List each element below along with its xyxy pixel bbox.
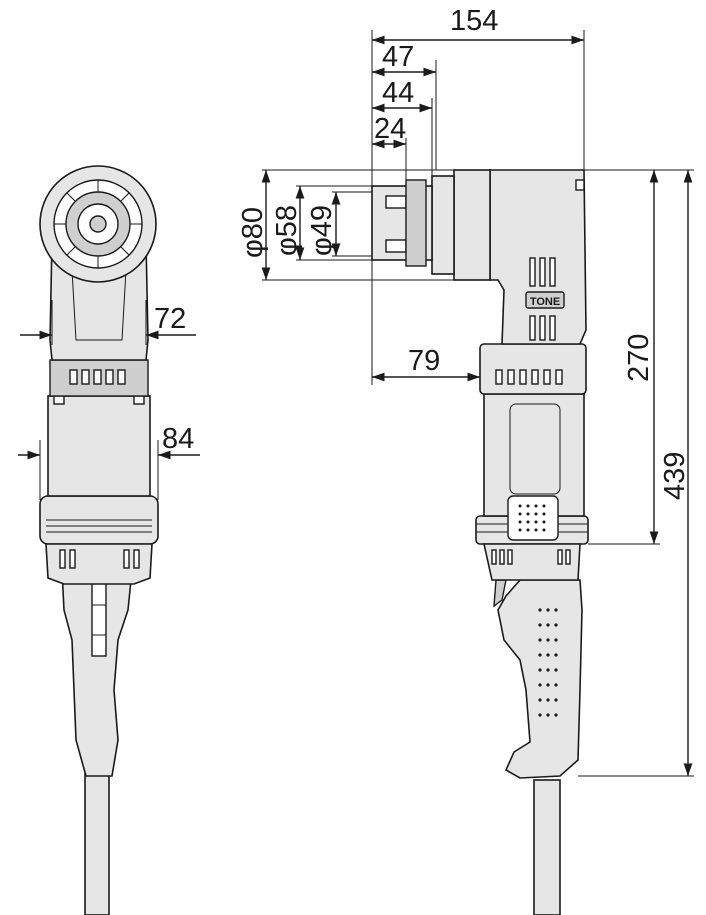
- side-grip-dots: [538, 608, 558, 717]
- side-vent-collar: [479, 343, 587, 395]
- front-trigger: [91, 577, 107, 657]
- dimension-439: 439: [659, 170, 693, 776]
- dimension-dia-58: φ58: [271, 186, 305, 260]
- side-cord: [533, 779, 561, 915]
- side-upper-vents: [495, 369, 563, 385]
- dim-79-label: 79: [408, 345, 440, 377]
- dimension-dia-49: φ49: [306, 192, 341, 256]
- dimension-dia-80: φ80: [237, 170, 271, 280]
- dimension-79: 79: [372, 345, 480, 382]
- dim-47-label: 47: [382, 41, 414, 73]
- brand-label: TONE: [530, 296, 560, 308]
- dimension-84: 84: [18, 423, 200, 500]
- front-view: 72 84: [18, 165, 200, 915]
- side-brand-badge: [525, 291, 565, 309]
- dia-58-label: φ58: [271, 205, 303, 256]
- dimension-47: 47: [372, 41, 436, 77]
- dimension-24: 24: [372, 113, 406, 149]
- dim-44-label: 44: [382, 77, 414, 109]
- front-upper-vents: [69, 369, 126, 385]
- height-270-label: 270: [623, 334, 655, 382]
- side-switch-button: [507, 495, 559, 541]
- dia-80-label: φ80: [237, 207, 269, 258]
- side-handle: [497, 579, 583, 779]
- dia-49-label: φ49: [306, 205, 338, 256]
- front-width-72-label: 72: [154, 303, 186, 335]
- front-motor-housing: [47, 395, 151, 497]
- front-cord: [84, 769, 110, 915]
- side-head-vents: [529, 257, 556, 341]
- dimension-154: 154: [372, 5, 584, 45]
- dimension-72: 72: [20, 300, 196, 345]
- side-nose-ring-mid: [431, 175, 455, 275]
- side-angle-head: [489, 169, 587, 345]
- dimension-44: 44: [372, 77, 432, 113]
- dimension-270: 270: [623, 170, 659, 544]
- side-lower-vents: [491, 549, 571, 565]
- side-nose-ring-outer: [453, 169, 491, 281]
- height-439-label: 439: [659, 452, 691, 500]
- dim-24-label: 24: [374, 113, 406, 145]
- overall-width-label: 154: [450, 5, 498, 37]
- front-lower-vents: [59, 549, 140, 569]
- side-view: TONE 154 47 44: [237, 5, 694, 915]
- front-handle: [61, 569, 133, 777]
- front-width-84-label: 84: [162, 423, 194, 455]
